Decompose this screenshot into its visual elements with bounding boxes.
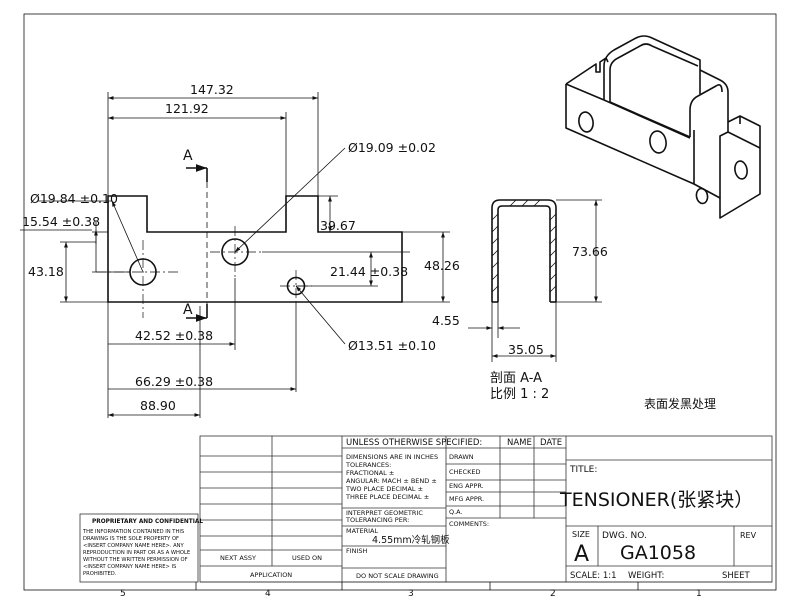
tb-material-label: MATERIAL (346, 527, 379, 535)
section-cut-markers: A A (183, 148, 208, 322)
dim-center-hole-x: 42.52 ±0.38 (135, 328, 213, 343)
section-marker-bottom: A (183, 302, 193, 318)
tb-material: 4.55mm冷轧钢板 (372, 534, 450, 546)
tb-rev-label: REV (740, 531, 757, 540)
tb-finish-label: FINISH (346, 547, 368, 555)
dims-top: 147.32 121.92 (107, 82, 319, 196)
dim-slot-depth: 39.67 (320, 218, 356, 233)
tb-dims-inches: DIMENSIONS ARE IN INCHES (346, 453, 438, 461)
dim-height-right: 48.26 (424, 258, 460, 273)
zone-3: 3 (408, 589, 414, 599)
proprietary-box: PROPRIETARY AND CONFIDENTIAL THE INFORMA… (79, 513, 203, 583)
zone-4: 4 (265, 589, 271, 599)
prop-line3: <INSERT COMPANY NAME HERE>. ANY (83, 543, 185, 549)
tb-interpret: INTERPRET GEOMETRIC (346, 509, 423, 517)
section-marker-top: A (183, 148, 193, 164)
prop-line7: PROHIBITED. (83, 571, 117, 577)
tb-no-scale: DO NOT SCALE DRAWING (356, 572, 439, 580)
part-dwg-no: GA1058 (620, 542, 696, 564)
part-title: TENSIONER(张紧块） (559, 489, 753, 511)
part-size: A (574, 542, 589, 567)
dim-overall-width: 147.32 (190, 82, 234, 97)
title-block: UNLESS OTHERWISE SPECIFIED: NAME DATE DI… (199, 435, 773, 583)
tb-comments: COMMENTS: (449, 520, 489, 528)
section-scale: 比例 1 : 2 (490, 387, 549, 402)
tb-title-label: TITLE: (569, 465, 597, 475)
tb-drawn: DRAWN (449, 453, 474, 461)
tb-sheet: SHEET (722, 571, 751, 581)
tb-weight: WEIGHT: (628, 571, 664, 581)
tb-angular: ANGULAR: MACH ± BEND ± (346, 477, 437, 485)
tb-three-place: THREE PLACE DECIMAL ± (345, 493, 429, 501)
zone-markers: 5 4 3 2 1 (120, 582, 702, 599)
dim-section-width: 35.05 (508, 342, 544, 357)
dim-thickness: 4.55 (432, 313, 460, 328)
prop-line5: WITHOUT THE WRITTEN PERMISSION OF (83, 557, 188, 563)
dim-small-hole-x: 66.29 ±0.38 (135, 374, 213, 389)
dim-small-hole-dia: Ø13.51 ±0.10 (348, 338, 436, 353)
tb-size-label: SIZE (572, 530, 590, 539)
front-view (96, 195, 403, 318)
dim-flange-width: 121.92 (165, 101, 209, 116)
dims-right: Ø19.09 ±0.02 39.67 21.44 ±0.38 48.26 Ø13… (234, 140, 460, 353)
tb-fractional: FRACTIONAL ± (346, 469, 394, 477)
dim-bottom-width: 88.90 (140, 398, 176, 413)
tb-name-col: NAME (507, 438, 532, 448)
sheet-border (23, 13, 777, 591)
dim-left-hole-dia: Ø19.84 ±0.10 (30, 191, 118, 206)
center-hole (221, 238, 249, 266)
dim-height-left: 43.18 (28, 264, 64, 279)
zone-2: 2 (550, 589, 556, 599)
prop-heading: PROPRIETARY AND CONFIDENTIAL (92, 519, 203, 525)
tb-application: APPLICATION (250, 571, 292, 579)
dims-bottom: 42.52 ±0.38 66.29 ±0.38 88.90 (107, 278, 297, 418)
tb-next-assy: NEXT ASSY (220, 554, 256, 562)
zone-1: 1 (696, 589, 702, 599)
isometric-view (565, 35, 761, 219)
tb-qa: Q.A. (449, 508, 463, 516)
dim-section-height: 73.66 (572, 244, 608, 259)
section-view: 73.66 4.55 35.05 剖面 A-A 比例 1 : 2 (432, 199, 608, 402)
tb-dwg-no-label: DWG. NO. (602, 531, 647, 541)
tb-eng-appr: ENG APPR. (449, 482, 484, 490)
tb-tolerances: TOLERANCES: (345, 461, 391, 469)
prop-line4: REPRODUCTION IN PART OR AS A WHOLE (83, 550, 190, 556)
dim-left-hole-y: 15.54 ±0.38 (22, 214, 100, 229)
tb-used-on: USED ON (292, 554, 322, 562)
tb-checked: CHECKED (449, 468, 480, 476)
section-title: 剖面 A-A (490, 371, 542, 386)
dim-center-hole-dia: Ø19.09 ±0.02 (348, 140, 436, 155)
dims-left: Ø19.84 ±0.10 15.54 ±0.38 43.18 (20, 191, 144, 303)
surface-note: 表面发黑处理 (644, 396, 716, 411)
tb-two-place: TWO PLACE DECIMAL ± (345, 485, 423, 493)
tb-date-col: DATE (540, 438, 562, 448)
tb-tolerancing: TOLERANCING PER: (345, 516, 409, 524)
zone-5: 5 (120, 589, 126, 599)
tb-unless: UNLESS OTHERWISE SPECIFIED: (346, 438, 482, 448)
prop-line1: THE INFORMATION CONTAINED IN THIS (82, 529, 184, 535)
prop-line6: <INSERT COMPANY NAME HERE> IS (83, 564, 176, 570)
tb-mfg-appr: MFG APPR. (449, 495, 484, 503)
prop-line2: DRAWING IS THE SOLE PROPERTY OF (83, 536, 179, 542)
tb-scale: SCALE: 1:1 (570, 571, 617, 581)
dim-small-hole-y: 21.44 ±0.38 (330, 264, 408, 279)
